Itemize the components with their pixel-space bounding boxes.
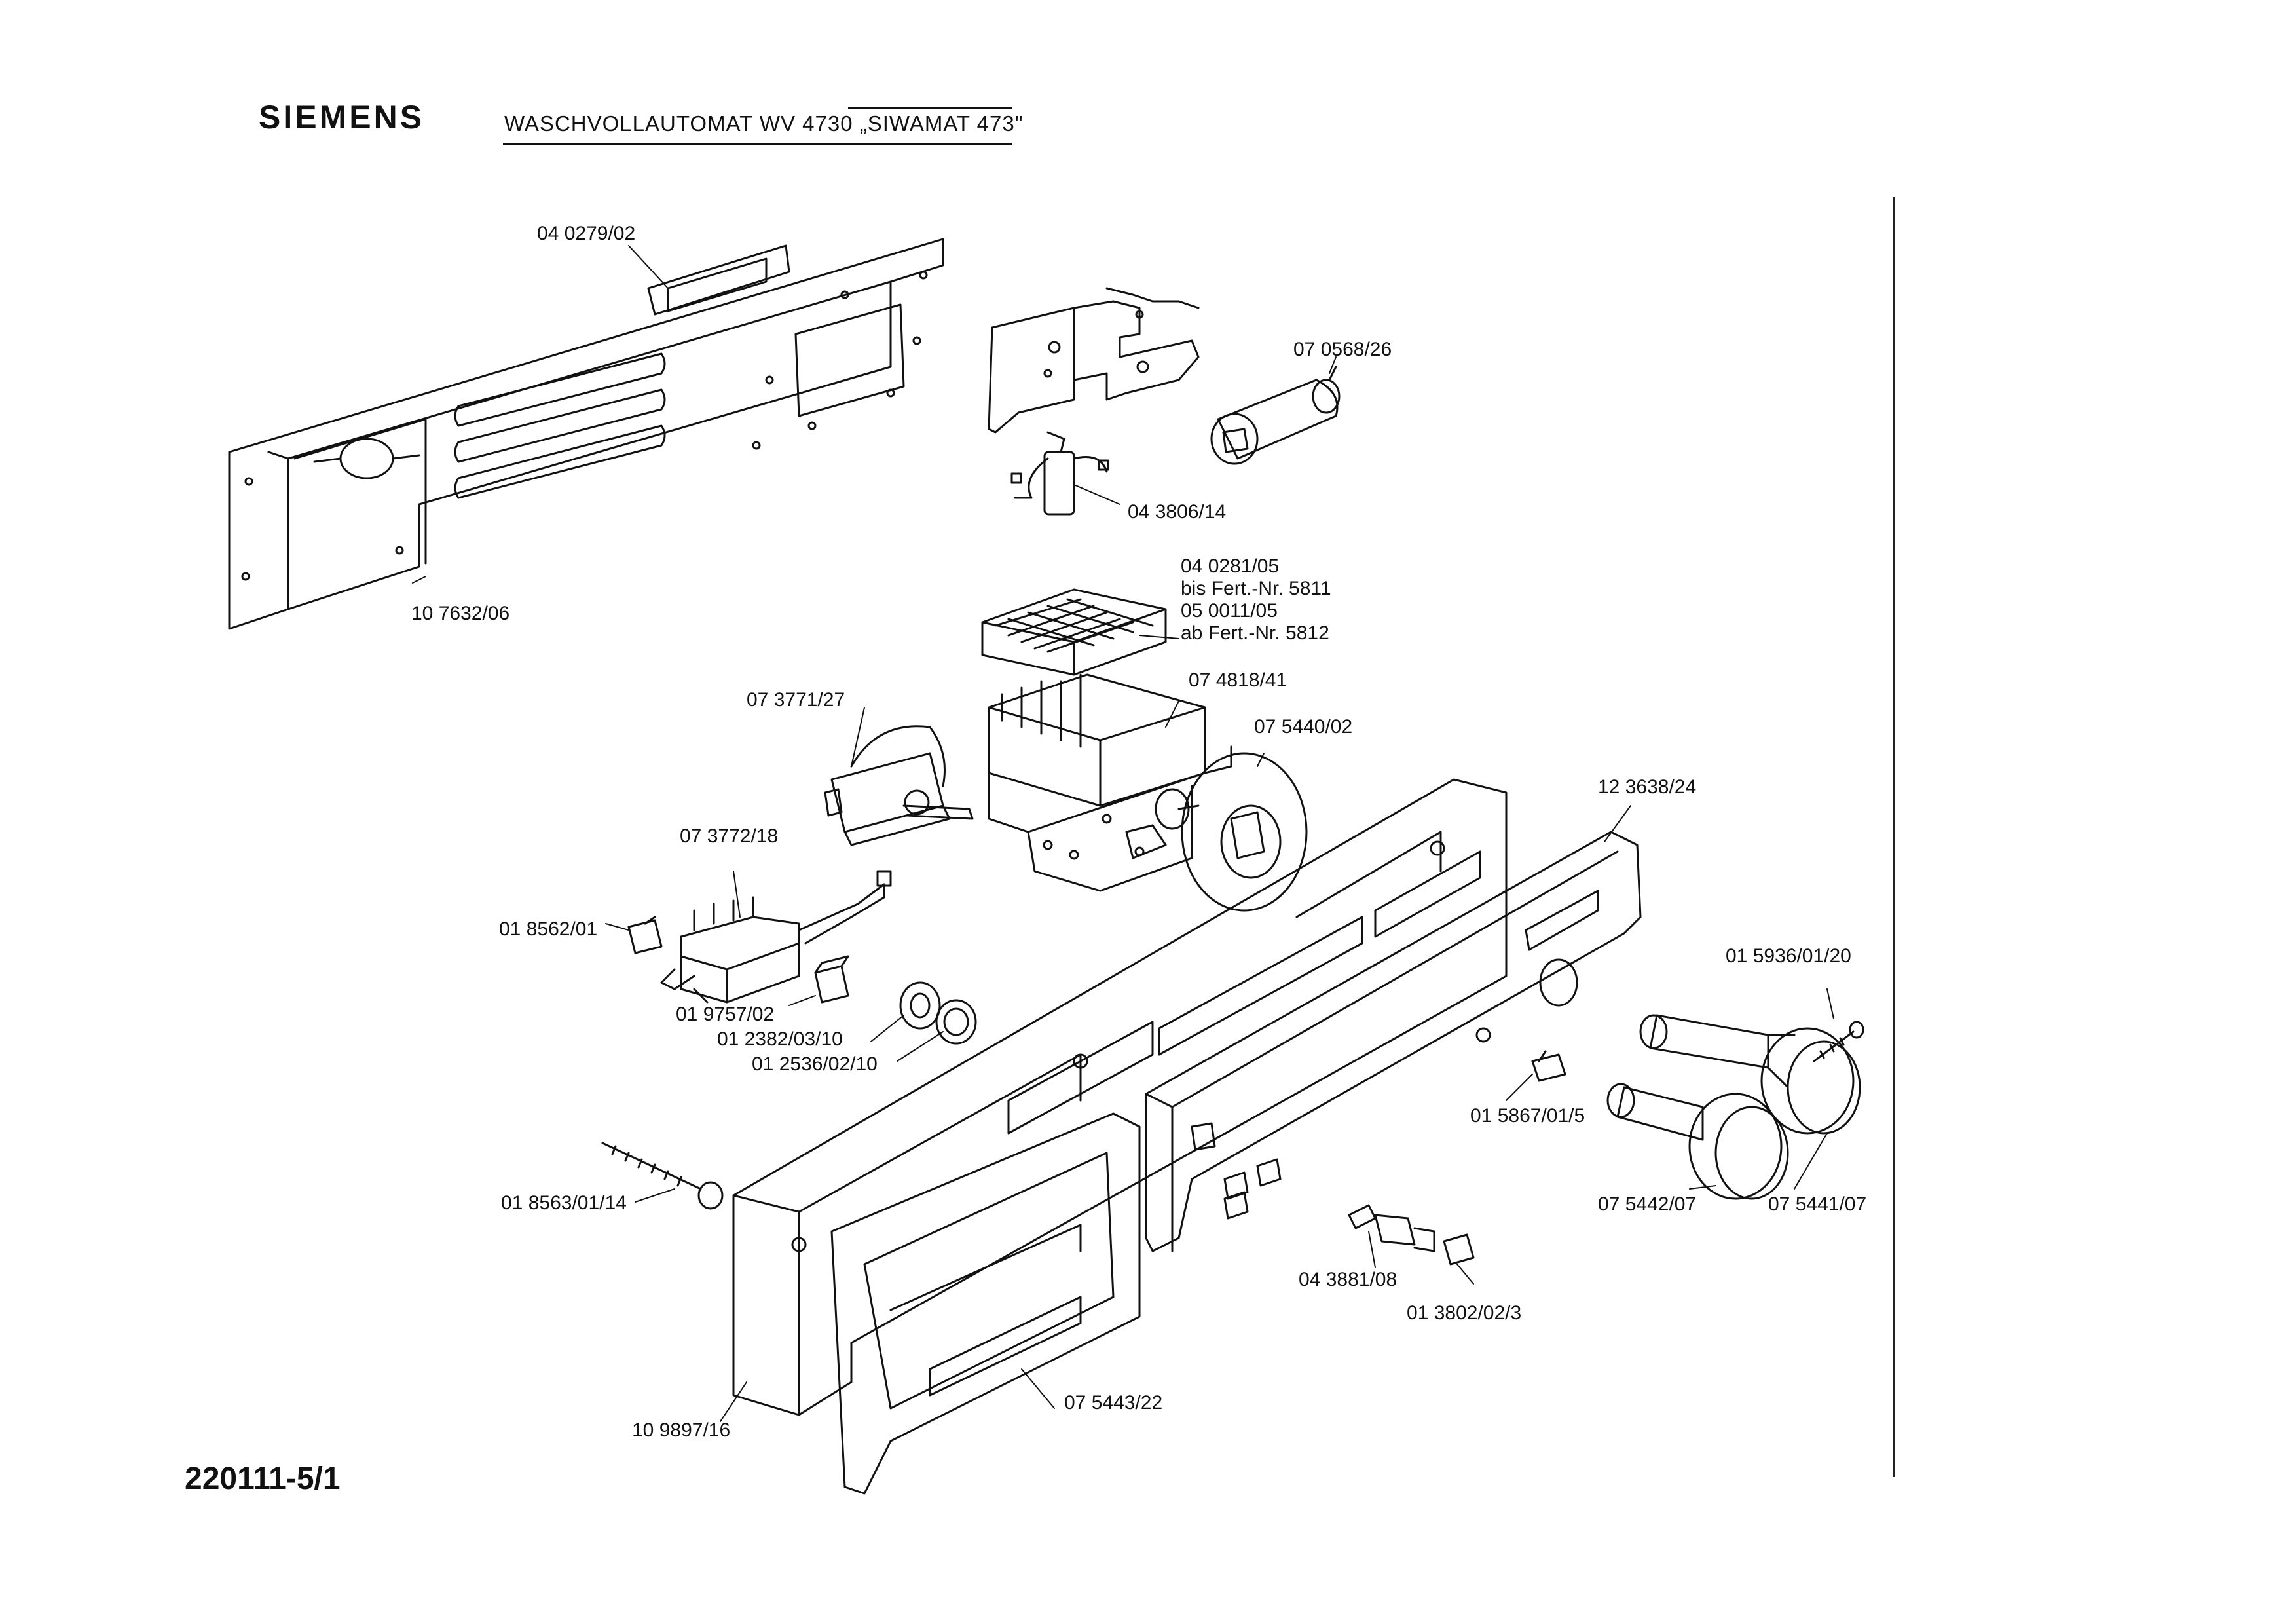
part-label-p10: 12 3638/24 bbox=[1598, 776, 1697, 798]
long-screw-part bbox=[601, 1142, 724, 1210]
part-label-p5: 04 0281/05 bbox=[1181, 555, 1280, 577]
large-knob-part bbox=[1639, 1014, 1861, 1135]
part-label-p17: 01 5867/01/5 bbox=[1470, 1105, 1585, 1127]
knob-screw-part bbox=[1813, 1021, 1864, 1062]
sheet-border-line bbox=[1893, 197, 1895, 1477]
coupling-disc-part bbox=[1181, 752, 1308, 912]
part-label-p4: 04 3806/14 bbox=[1128, 501, 1227, 523]
brand-logo: SIEMENS bbox=[259, 99, 425, 136]
part-label-p16: 01 5936/01/20 bbox=[1726, 945, 1851, 967]
part-label-p15: 01 2536/02/10 bbox=[752, 1053, 878, 1075]
small-cap-part bbox=[814, 955, 849, 1004]
indicator-lamp-part bbox=[1348, 1204, 1435, 1252]
part-label-p3: 07 0568/26 bbox=[1293, 339, 1392, 360]
part-label-p5-note: bis Fert.-Nr. 5811 bbox=[1181, 578, 1331, 599]
capacitor-part bbox=[1210, 366, 1341, 465]
part-label-p2: 10 7632/06 bbox=[411, 603, 510, 624]
switch-block-part bbox=[660, 870, 892, 1004]
part-label-p6: 05 0011/05 bbox=[1181, 600, 1278, 622]
drawing-number: 220111-5/1 bbox=[185, 1461, 341, 1496]
part-label-p14: 01 2382/03/10 bbox=[717, 1028, 843, 1050]
spring-clip-part bbox=[1531, 1050, 1566, 1082]
rear-panel-part bbox=[228, 238, 944, 630]
washer-part bbox=[935, 999, 977, 1045]
leader-lines bbox=[412, 245, 1834, 1422]
part-label-p24: 07 5443/22 bbox=[1064, 1392, 1163, 1414]
part-label-p6-note: ab Fert.-Nr. 5812 bbox=[1181, 622, 1329, 644]
part-label-p21: 04 3881/08 bbox=[1299, 1269, 1398, 1290]
part-label-p9: 07 5440/02 bbox=[1254, 716, 1353, 738]
display-panel-part bbox=[1145, 831, 1642, 1252]
part-label-p18: 01 8563/01/14 bbox=[501, 1192, 627, 1214]
timer-motor-part bbox=[824, 725, 974, 846]
program-selector-part bbox=[981, 588, 1232, 892]
part-label-p22: 01 3802/02/3 bbox=[1407, 1302, 1522, 1324]
part-label-p11: 07 3772/18 bbox=[680, 825, 779, 847]
part-label-p7: 07 4818/41 bbox=[1189, 669, 1287, 691]
part-label-p12: 01 8562/01 bbox=[499, 918, 598, 940]
title-overline bbox=[848, 107, 1012, 109]
part-label-p20: 07 5441/07 bbox=[1768, 1193, 1867, 1215]
lamp-cap-part bbox=[1443, 1233, 1475, 1266]
title-underline bbox=[503, 143, 1012, 145]
detergent-drawer-part bbox=[830, 1112, 1141, 1495]
small-knob-part bbox=[1606, 1083, 1789, 1200]
part-label-p8: 07 3771/27 bbox=[747, 689, 845, 711]
control-panel-part bbox=[732, 778, 1508, 1416]
part-label-p23: 10 9897/16 bbox=[632, 1419, 731, 1441]
retaining-ring-part bbox=[899, 981, 941, 1030]
part-label-p13: 01 9757/02 bbox=[676, 1004, 775, 1025]
part-label-p1: 04 0279/02 bbox=[537, 223, 636, 244]
mounting-bracket-part bbox=[988, 287, 1200, 516]
part-label-p19: 07 5442/07 bbox=[1598, 1193, 1697, 1215]
small-clip-part bbox=[627, 916, 663, 954]
drawing-title: WASCHVOLLAUTOMAT WV 4730 „SIWAMAT 473" bbox=[504, 111, 1024, 136]
